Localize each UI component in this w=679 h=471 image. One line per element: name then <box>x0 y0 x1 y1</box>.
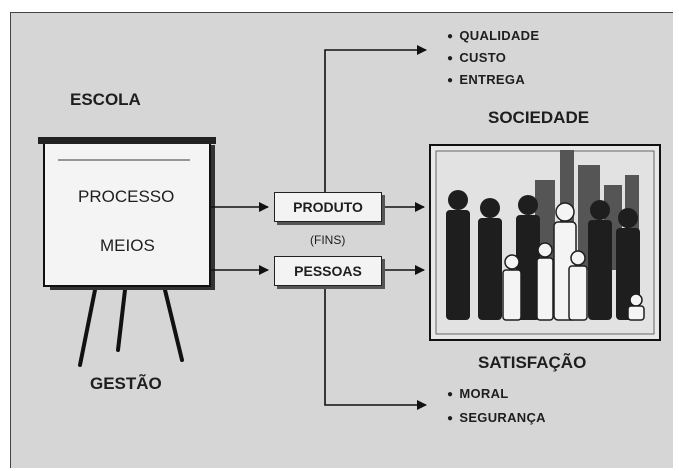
meios-label: MEIOS <box>100 236 155 255</box>
bullet-custo: CUSTO <box>447 50 506 65</box>
pessoas-box: PESSOAS <box>274 256 382 286</box>
gestao-label: GESTÃO <box>90 374 162 393</box>
arrow-to-quality-list <box>324 45 427 195</box>
bullet-moral: MORAL <box>447 386 509 401</box>
fins-label: (FINS) <box>310 233 346 247</box>
easel-board <box>38 137 216 290</box>
sociedade-label: SOCIEDADE <box>488 108 590 127</box>
easel-stand <box>78 288 184 367</box>
produto-box: PRODUTO <box>274 192 382 222</box>
escola-label: ESCOLA <box>70 90 141 109</box>
bullet-seguranca: SEGURANÇA <box>447 410 546 425</box>
bullet-entrega: ENTREGA <box>447 72 525 87</box>
arrow-to-morale-list <box>324 282 427 410</box>
bullet-qualidade: QUALIDADE <box>447 28 539 43</box>
society-picture <box>429 144 661 341</box>
satisfacao-label: SATISFAÇÃO <box>478 353 587 372</box>
processo-label: PROCESSO <box>78 187 175 206</box>
